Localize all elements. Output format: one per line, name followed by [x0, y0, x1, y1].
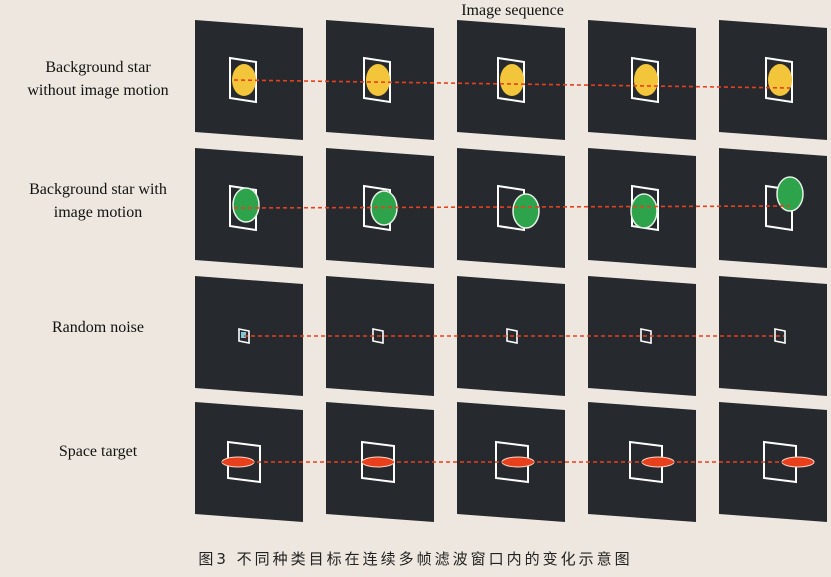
trajectory-line-0 [233, 79, 791, 89]
filter-window-2-1 [372, 328, 384, 344]
star-1-3 [630, 193, 658, 229]
filter-window-3-1 [361, 440, 395, 484]
filter-window-0-1 [363, 56, 391, 104]
frame-1-2 [457, 148, 565, 268]
star-1-0 [232, 187, 260, 223]
star-0-3 [634, 64, 658, 96]
filter-window-0-3 [631, 56, 659, 104]
filter-window-2-2 [506, 328, 518, 344]
filter-window-3-4 [763, 440, 797, 484]
star-1-4 [776, 176, 804, 212]
star-0-2 [500, 64, 524, 96]
row-label-2: Random noise [52, 319, 144, 336]
filter-window-2-0 [238, 328, 250, 344]
filter-window-0-2 [497, 56, 525, 104]
star-1-2 [512, 193, 540, 229]
filter-window-2-4 [774, 328, 786, 344]
diagram-title: Image sequence [461, 2, 564, 19]
star-0-4 [768, 64, 792, 96]
frame-1-4 [719, 148, 827, 268]
frame-3-4 [719, 402, 827, 522]
filter-window-1-2 [497, 184, 525, 232]
filter-window-3-3 [629, 440, 663, 484]
filter-window-0-0 [229, 56, 257, 104]
filter-window-2-3 [640, 328, 652, 344]
filter-window-0-4 [765, 56, 793, 104]
frame-2-3 [588, 276, 696, 396]
filter-window-1-1 [363, 184, 391, 232]
figure-caption: 图3 不同种类目标在连续多帧滤波窗口内的变化示意图 [198, 550, 633, 568]
star-0-1 [366, 64, 390, 96]
noise-point-2 [241, 332, 246, 338]
trajectory-line-1 [233, 205, 791, 209]
row-label-3: Space target [58, 443, 138, 460]
filter-window-3-2 [495, 440, 529, 484]
